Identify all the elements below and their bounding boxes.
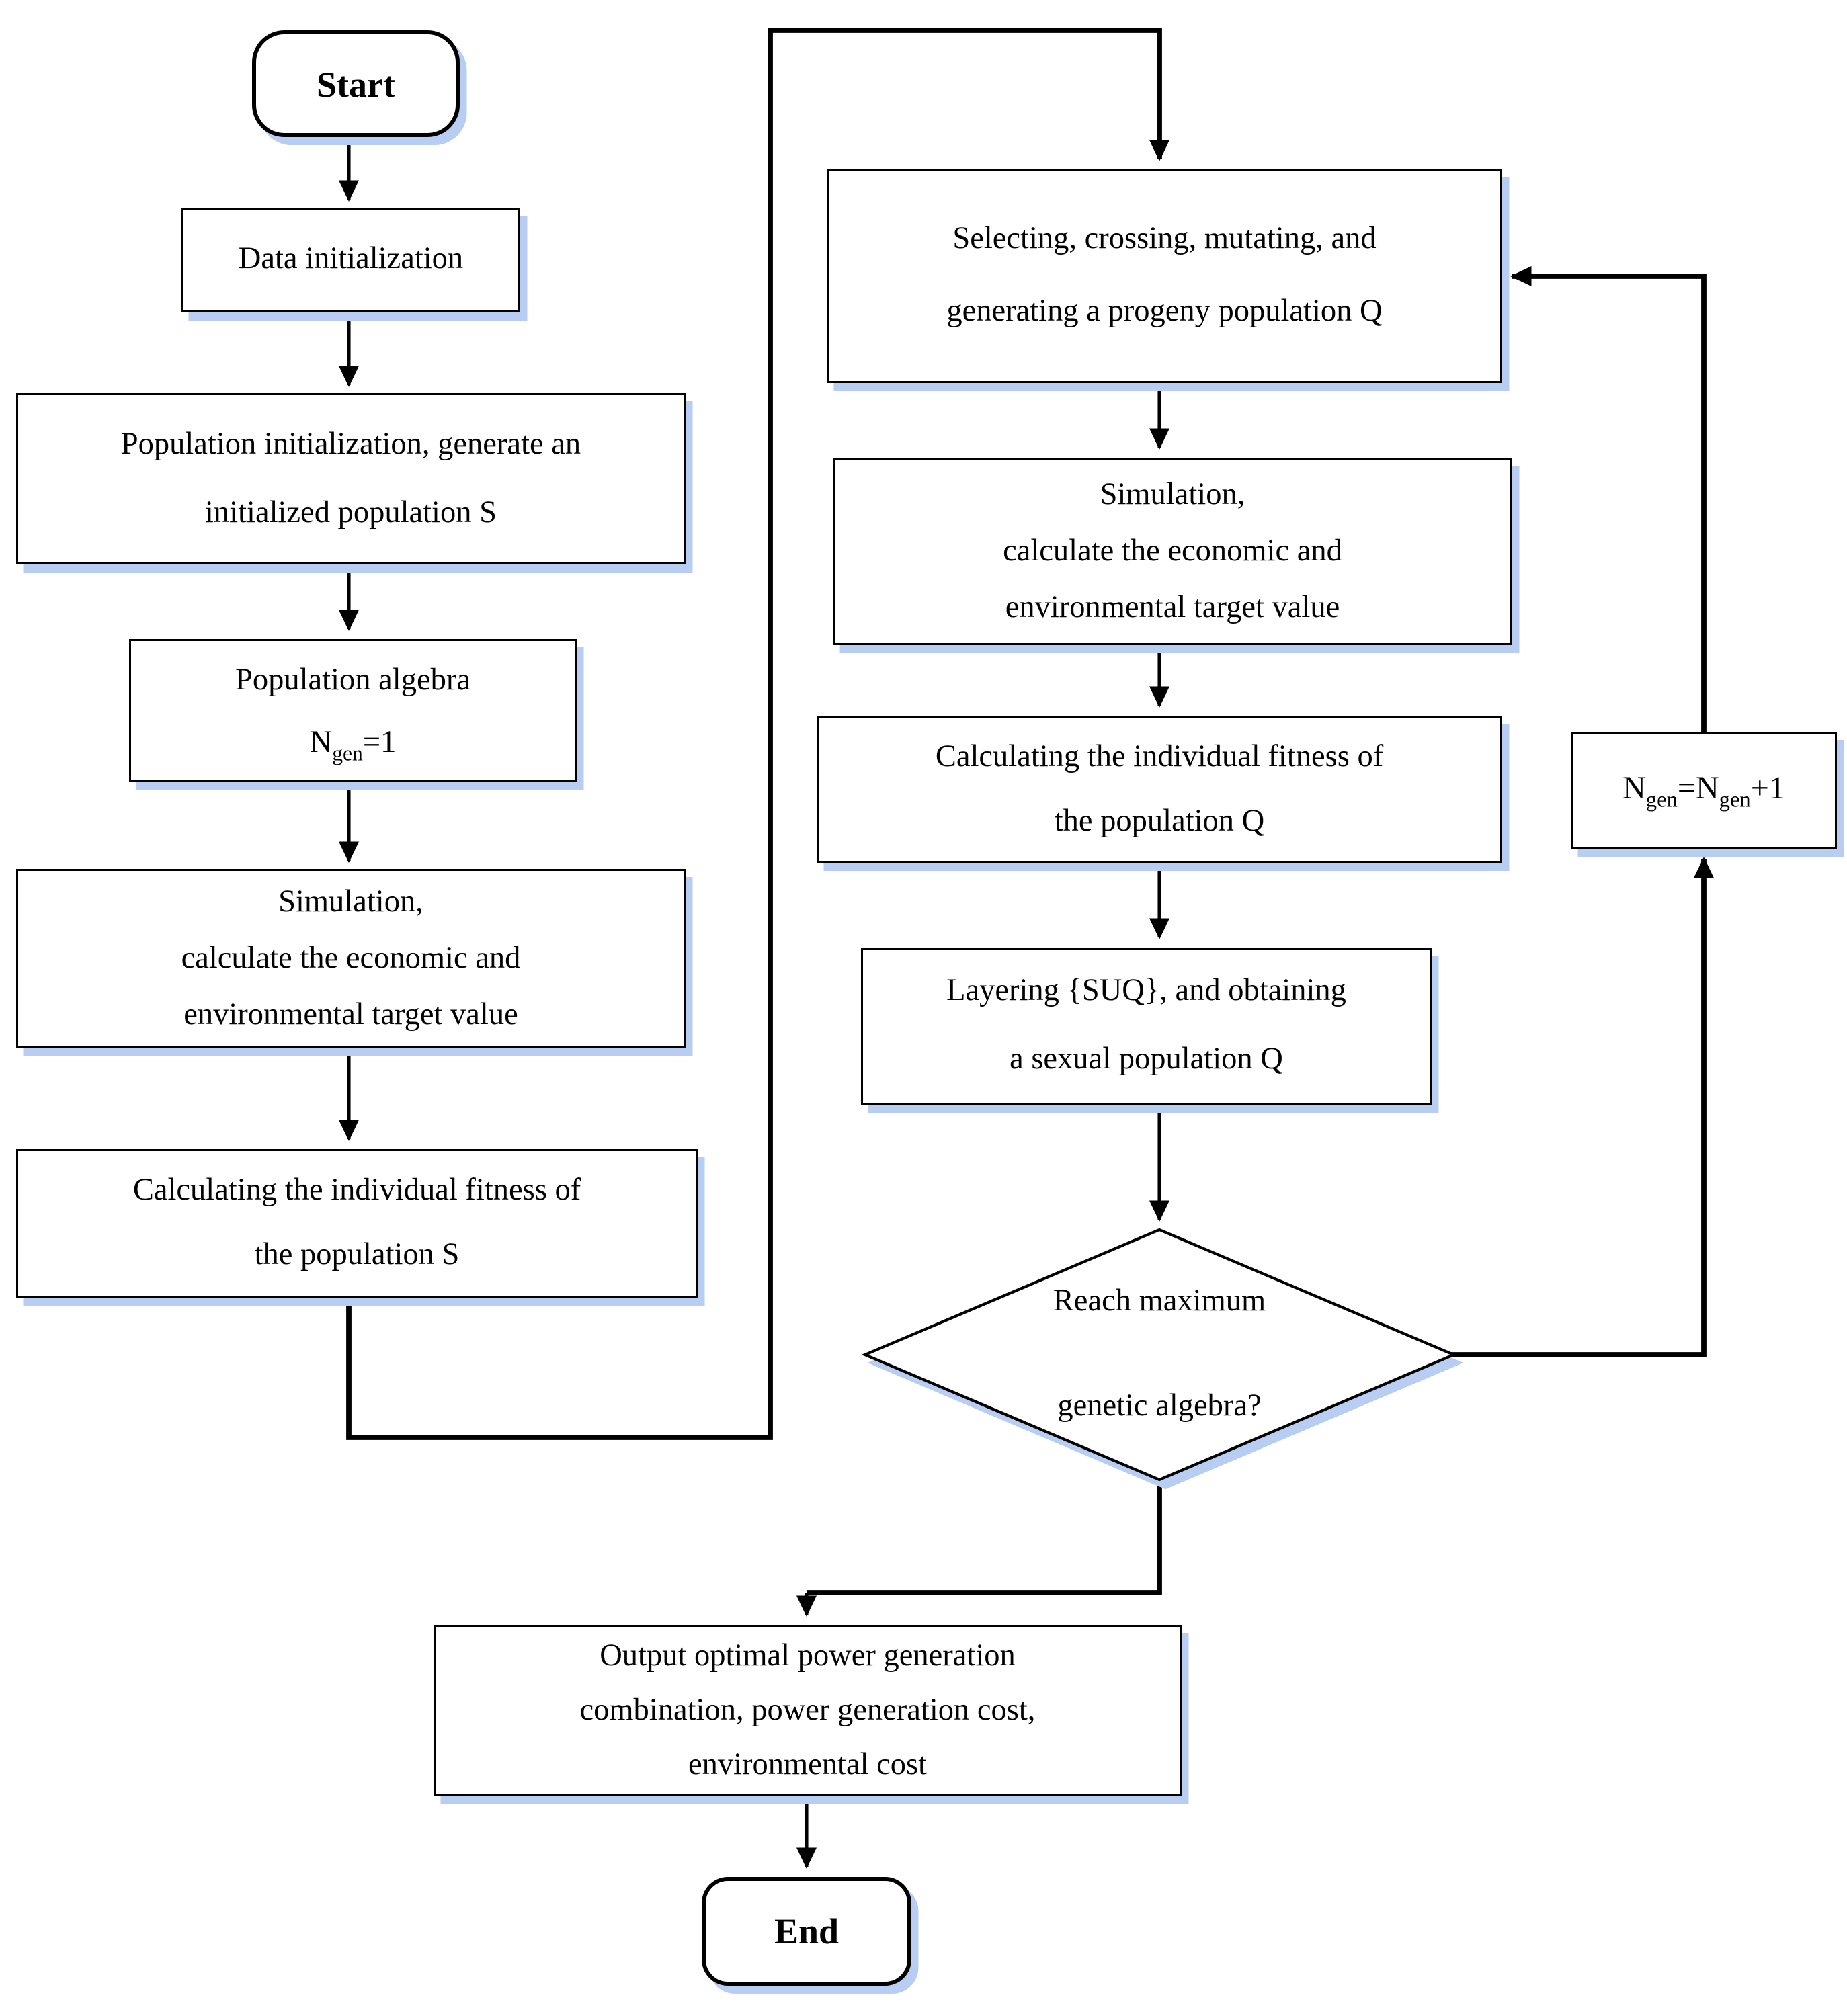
decision-diamond-shape [861,1228,1458,1482]
node-line: Population initialization, generate an [120,426,581,461]
node-line: Selecting, crossing, mutating, and [952,222,1377,256]
node-line: Calculating the individual fitness of [935,739,1384,773]
node-line: Simulation, [1100,476,1245,511]
node-data-initialization: Data initialization [181,208,520,312]
node-line: genetic algebra? [1057,1389,1262,1423]
node-decision-label: Reach maximum genetic algebra? [865,1234,1454,1476]
node-line: the population S [254,1238,460,1272]
node-formula: Ngen=Ngen+1 [1623,772,1785,813]
node-start: Start [252,30,460,137]
node-output-results: Output optimal power generation combinat… [434,1625,1182,1796]
node-selecting-crossing-mutating: Selecting, crossing, mutating, and gener… [827,169,1502,383]
node-fitness-q: Calculating the individual fitness of th… [817,716,1502,863]
node-line: Simulation, [278,884,423,919]
node-line: Reach maximum [1053,1284,1266,1318]
node-formula: Ngen=1 [309,724,397,765]
node-line: environmental target value [183,997,518,1032]
node-line: the population Q [1054,803,1265,838]
node-line: calculate the economic and [181,940,521,975]
connector-fitness-s-to-selecting [346,28,1169,1440]
node-line: generating a progeny population Q [946,294,1383,329]
node-fitness-s: Calculating the individual fitness of th… [16,1149,698,1298]
node-population-initialization: Population initialization, generate an i… [16,393,686,564]
node-line: initialized population S [205,495,497,530]
node-generation-counter: Ngen=Ngen+1 [1571,732,1837,849]
connector-decision-to-counter [1444,857,1714,1357]
node-line: Layering {SUQ}, and obtaining [946,974,1346,1008]
node-line: a sexual population Q [1010,1042,1283,1077]
node-layering-suq: Layering {SUQ}, and obtaining a sexual p… [861,948,1432,1105]
node-label: Data initialization [238,242,464,277]
node-line: calculate the economic and [1003,533,1342,568]
node-label: Start [317,63,395,104]
node-line: Population algebra [235,662,470,697]
node-end: End [702,1877,911,1986]
node-population-algebra: Population algebra Ngen=1 [129,639,577,782]
node-line: environmental cost [688,1748,928,1782]
connector-decision-to-output-elbow [807,1480,1162,1595]
node-simulation-q: Simulation, calculate the economic and e… [833,458,1512,645]
connector-counter-to-selecting [1510,266,1707,732]
node-line: Calculating the individual fitness of [132,1173,581,1208]
node-simulation-s: Simulation, calculate the economic and e… [16,869,686,1048]
node-line: Output optimal power generation [600,1639,1016,1673]
node-line: combination, power generation cost, [579,1693,1036,1728]
node-line: environmental target value [1005,589,1340,624]
node-label: End [774,1911,839,1951]
